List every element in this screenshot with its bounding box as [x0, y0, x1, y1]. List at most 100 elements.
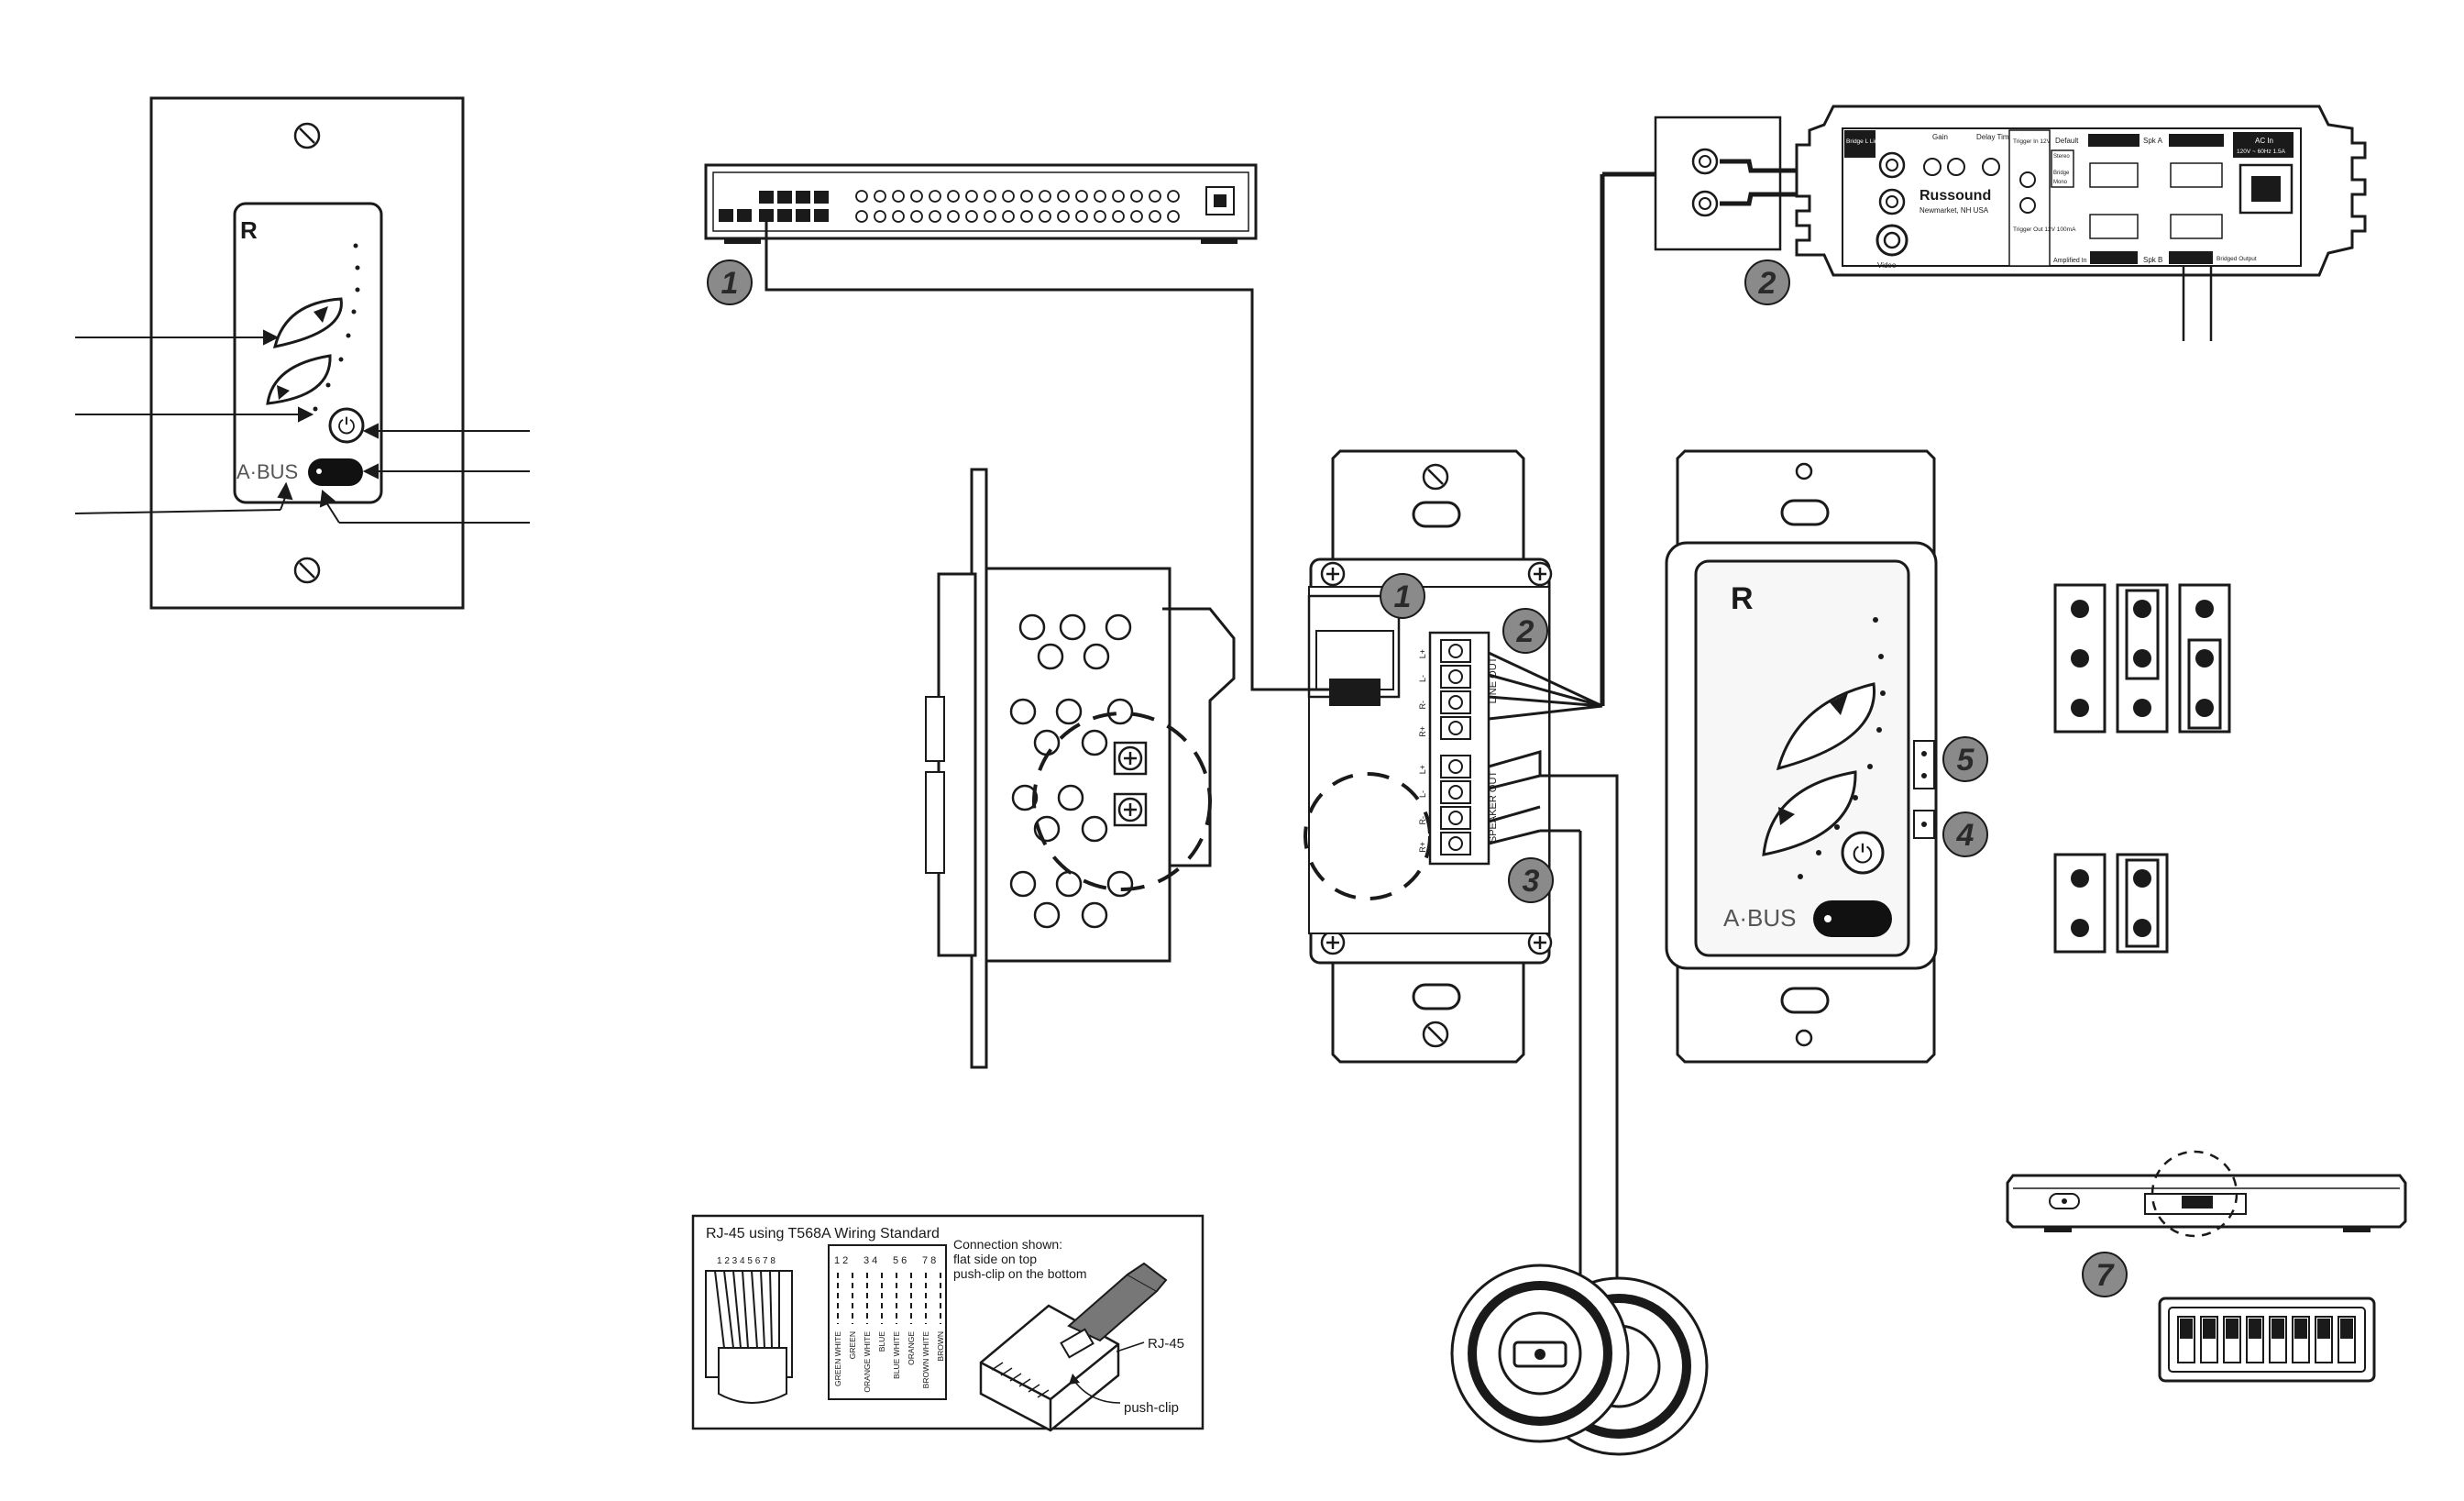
rj45-plug-drawing: [979, 1262, 1168, 1432]
dip-switch-knob: [2294, 1319, 2307, 1339]
badge-module-2: 2: [1502, 608, 1548, 654]
amp-gain-label: Gain: [1932, 133, 1948, 141]
dip-switch-knob: [2272, 1319, 2284, 1339]
amp-amplified-in-label: Amplified In: [2053, 258, 2087, 264]
stereo-bridge-mono-switch[interactable]: [2051, 149, 2074, 188]
amp-bridge-label: Bridge: [2053, 171, 2070, 176]
module-line-out-label: LINE OUT: [1488, 657, 1499, 703]
badge-module-3: 3: [1508, 857, 1554, 903]
delay-time-knob[interactable]: [1982, 158, 2000, 176]
keypad-front-power-button[interactable]: [1841, 831, 1885, 875]
module-speaker-out-label: SPEAKER OUT: [1488, 771, 1499, 844]
svg-text:7: 7: [2096, 1258, 2116, 1293]
rj45-connection-line-3: push-clip on the bottom: [953, 1266, 1087, 1281]
front-source-led-icon: [1824, 915, 1832, 922]
keypad-source-button[interactable]: [308, 458, 363, 486]
amp-default-label: Default: [2055, 137, 2079, 145]
terminal-label: L+: [1418, 765, 1427, 774]
amp-trigger-in-label: Trigger In 12V: [2013, 138, 2052, 145]
amp-trigger-out-label: Trigger Out 12V 100mA: [2013, 226, 2076, 233]
svg-text:4: 4: [1956, 818, 1974, 853]
rca-jack-bank: [855, 190, 1180, 223]
rj45-wire-label: BLUE WHITE: [892, 1331, 901, 1379]
keypad-front-brand-mark: R: [1731, 581, 1754, 616]
rj45-wire-label: GREEN: [848, 1331, 857, 1359]
dip-switch-knob: [2180, 1319, 2193, 1339]
amp-stereo-label: Stereo: [2053, 154, 2070, 160]
front-volume-up-arrow-icon: [1830, 693, 1848, 715]
rj45-pin-numbers: 1 2 3 4 5 6 7 8: [717, 1256, 776, 1266]
keypad-brand-mark: R: [240, 216, 258, 244]
rj45-pin-dashes: [837, 1273, 941, 1324]
wallbox-side-view: [925, 468, 1236, 1069]
badge-module-1: 1: [1380, 573, 1425, 619]
amp-spk-a-label: Spk A: [2143, 137, 2163, 145]
terminal-labels: L+L-R-R+L+L-R-R+: [1418, 649, 1427, 853]
volume-led-dots: [313, 243, 360, 412]
terminal-label: R-: [1418, 816, 1427, 825]
gain-knob-right[interactable]: [1947, 158, 1965, 176]
svg-text:3: 3: [1523, 864, 1540, 899]
dip-switch-bank: [2158, 1297, 2376, 1383]
amp-terminal-blocks: [2089, 162, 2223, 239]
ceiling-speakers: [1450, 1264, 1709, 1456]
svg-text:5: 5: [1957, 743, 1975, 778]
dip-switch-knob: [2340, 1319, 2353, 1339]
rj45-title: RJ-45 using T568A Wiring Standard: [706, 1226, 940, 1242]
rj45-wire-label: ORANGE: [907, 1331, 916, 1365]
amplifier-unit: Bridge L Line In L Video Gain Delay Time…: [1654, 105, 2367, 341]
amp-delay-time-label: Delay Time: [1976, 133, 2014, 141]
rj45-clip-label: push-clip: [1124, 1400, 1179, 1416]
terminal-label: R+: [1418, 726, 1427, 737]
rj45-pair-label: 7 8: [922, 1255, 936, 1266]
volume-down-arrow-icon: [277, 385, 290, 400]
badge-amp-2: 2: [1744, 259, 1790, 305]
source-controller-rack-unit: [704, 163, 1258, 244]
wallplate-screw-bottom: [293, 557, 321, 584]
keypad-power-button[interactable]: [328, 407, 365, 444]
wallplate-screw-top: [293, 122, 321, 149]
jumper-settings-group-top: [2053, 583, 2231, 734]
gain-knob-left[interactable]: [1923, 158, 1942, 176]
wall-jack-plate: [1654, 116, 1782, 251]
badge-source-1: 1: [707, 259, 753, 305]
terminal-label: L+: [1418, 649, 1427, 658]
rj45-plug-icon: [1329, 679, 1380, 706]
rj45-wire-label: BLUE: [877, 1331, 886, 1352]
rj45-wire-label: GREEN WHITE: [833, 1331, 842, 1386]
svg-text:1: 1: [1394, 579, 1412, 614]
rj45-connection-line-2: flat side on top: [953, 1252, 1037, 1266]
amp-location: Newmarket, NH USA: [1920, 206, 1989, 215]
amp-ac-in-label: AC In: [2255, 137, 2273, 145]
wiring: [764, 171, 1656, 1284]
terminal-label: L-: [1418, 790, 1427, 798]
amp-spk-b-label: Spk B: [2143, 256, 2162, 264]
jumper-settings-group-bottom: [2053, 853, 2169, 954]
terminal-label: R-: [1418, 701, 1427, 710]
rj45-pair-label: 5 6: [893, 1255, 907, 1266]
amp-bridged-output-label: Bridged Output: [2216, 256, 2257, 262]
svg-text:2: 2: [1516, 614, 1534, 649]
dip-switch-knob: [2226, 1319, 2238, 1339]
keypad-front-bus-label: A·BUS: [1723, 904, 1796, 932]
keypad-callout-lines: [74, 329, 530, 524]
rj45-wire-label: BROWN WHITE: [921, 1331, 930, 1389]
terminal-label: L-: [1418, 675, 1427, 682]
badge-hub-7: 7: [2082, 1252, 2128, 1297]
keypad-front-volume-up-button[interactable]: [1776, 682, 1876, 771]
keypad-front-view: R ⏻ A·BUS: [1665, 449, 1938, 1064]
badge-side-5: 5: [1942, 736, 1988, 782]
amp-bridge-input-label: Bridge L Line In L: [1846, 138, 1893, 145]
hub-device: [2006, 1150, 2407, 1238]
source-led-icon: [316, 469, 322, 474]
front-volume-down-arrow-icon: [1778, 807, 1795, 825]
keypad-front-source-button[interactable]: [1813, 900, 1892, 937]
dip-switch-knob: [2249, 1319, 2261, 1339]
keypad-front-volume-down-button[interactable]: [1762, 770, 1857, 856]
badge-side-4: 4: [1942, 811, 1988, 857]
rj45-wire-label: ORANGE WHITE: [863, 1331, 872, 1393]
side-connector-5: [1913, 740, 1935, 789]
